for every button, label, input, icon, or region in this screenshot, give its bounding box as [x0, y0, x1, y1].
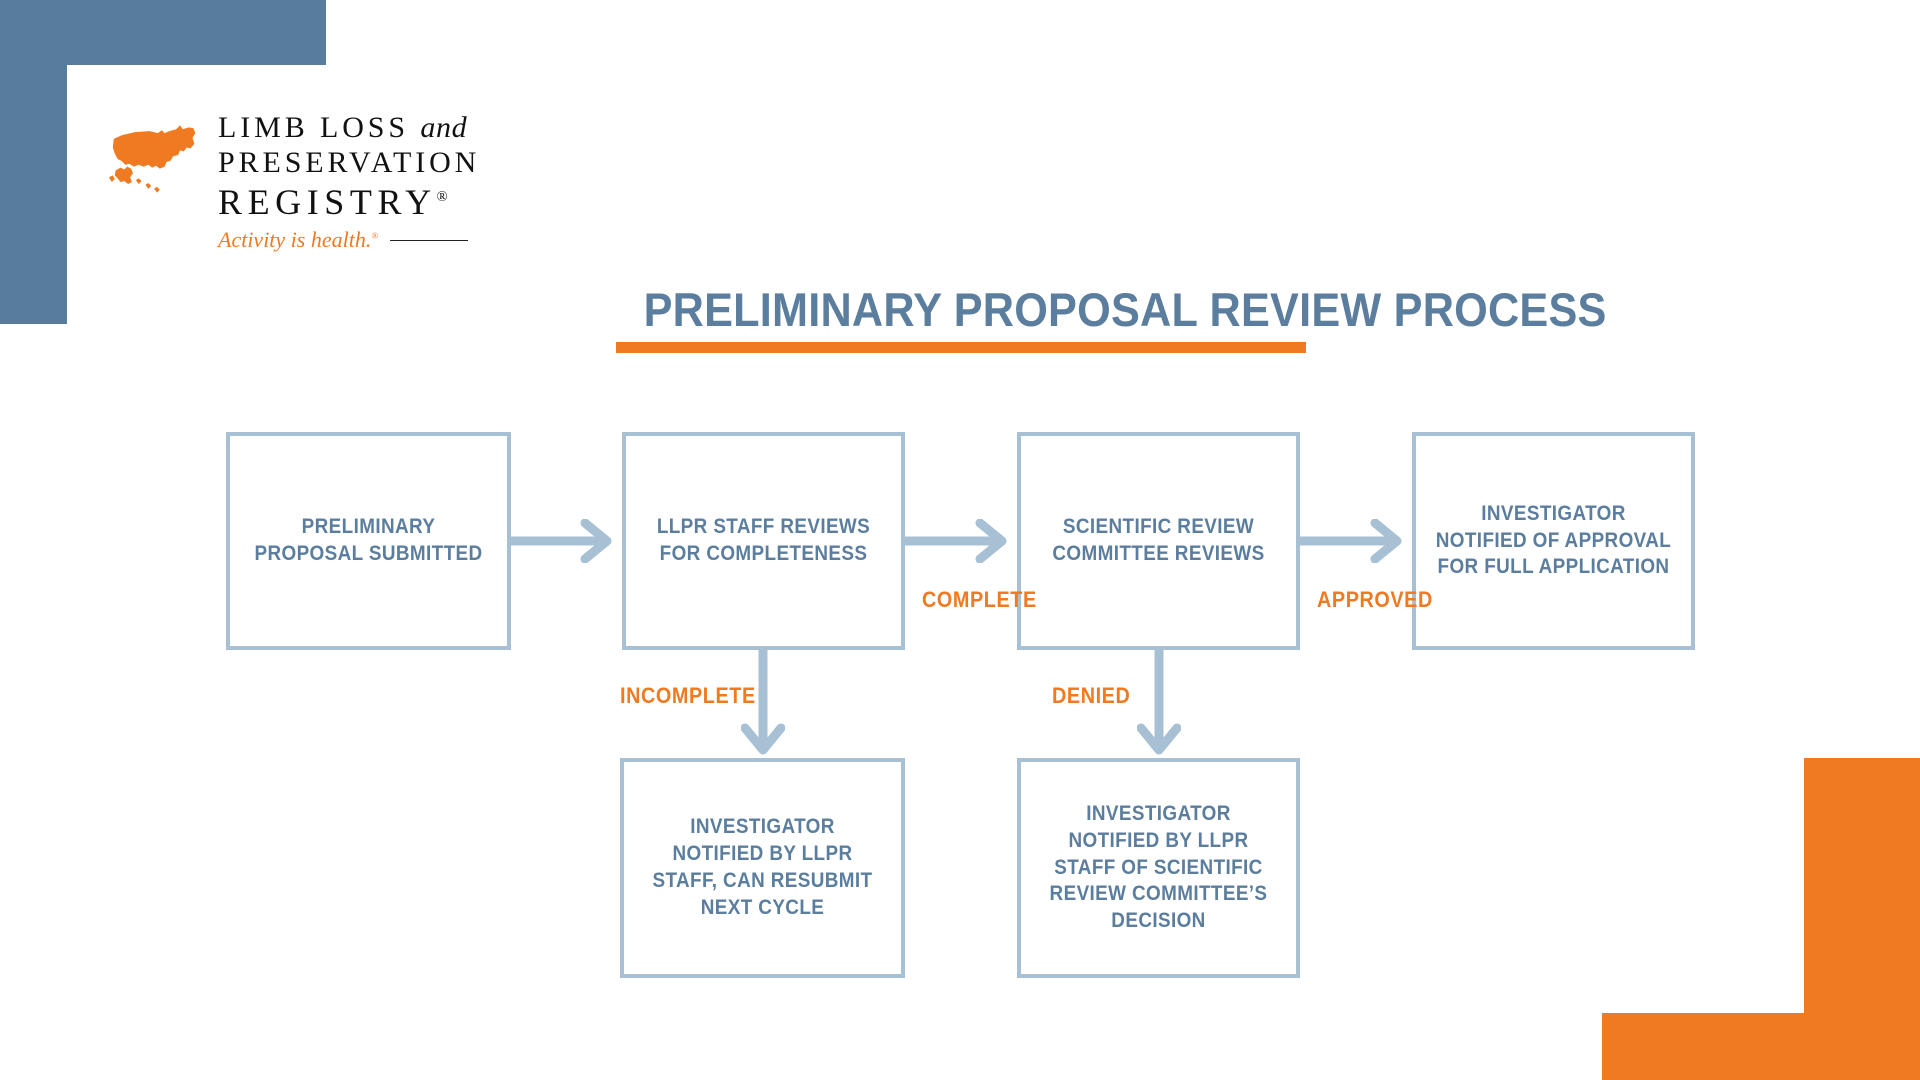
flow-node-label: LLPR STAFF REVIEWS FOR COMPLETENESS	[656, 515, 871, 565]
flow-node-preliminary-proposal-submitted[interactable]: PRELIMINARY PROPOSAL SUBMITTED	[226, 432, 511, 650]
flow-node-label: INVESTIGATOR NOTIFIED BY LLPR STAFF OF S…	[1049, 801, 1268, 933]
page-title: PRELIMINARY PROPOSAL REVIEW PROCESS	[643, 283, 1607, 336]
flow-node-label: INVESTIGATOR NOTIFIED BY LLPR STAFF, CAN…	[652, 815, 873, 919]
arrow-right-icon-staff-to-src	[902, 519, 1007, 563]
edge-label-denied: DENIED	[1052, 683, 1131, 708]
brand-line-2: PRESERVATION	[218, 146, 481, 180]
usa-map-icon	[108, 125, 196, 193]
brand-tagline: Activity is health.®	[218, 227, 378, 253]
edge-label-approved: APPROVED	[1317, 587, 1433, 612]
brand-line-3: REGISTRY®	[218, 181, 480, 223]
edge-label-complete: COMPLETE	[922, 587, 1037, 612]
brand-wordmark: LIMB LOSS and PRESERVATION REGISTRY® Act…	[218, 110, 480, 253]
brand-line-1: LIMB LOSS and	[218, 110, 480, 145]
flow-node-label: PRELIMINARY PROPOSAL SUBMITTED	[254, 515, 483, 565]
brand-line-3-main: REGISTRY	[218, 181, 437, 222]
flow-node-label: INVESTIGATOR NOTIFIED OF APPROVAL FOR FU…	[1435, 501, 1672, 579]
brand-line-1-and: and	[420, 111, 468, 144]
edge-label-incomplete: INCOMPLETE	[620, 683, 756, 708]
brand-logo: LIMB LOSS and PRESERVATION REGISTRY® Act…	[108, 110, 480, 253]
registered-mark-icon: ®	[436, 188, 448, 205]
flow-node-investigator-notified-resubmit[interactable]: INVESTIGATOR NOTIFIED BY LLPR STAFF, CAN…	[620, 758, 905, 978]
arrow-down-icon-staff-to-incomplete	[741, 650, 785, 755]
flow-node-investigator-notified-decision[interactable]: INVESTIGATOR NOTIFIED BY LLPR STAFF OF S…	[1017, 758, 1300, 978]
brand-tagline-text: Activity is health.	[218, 227, 372, 253]
page-title-underline	[616, 342, 1306, 353]
page-title-block: PRELIMINARY PROPOSAL REVIEW PROCESS	[616, 283, 1607, 353]
arrow-right-icon-src-to-approved	[1297, 519, 1402, 563]
arrow-right-icon-prelim-to-staff	[507, 519, 612, 563]
brand-tagline-row: Activity is health.®	[218, 227, 480, 253]
brand-tagline-rule	[390, 239, 469, 241]
arrow-down-icon-src-to-denied	[1137, 650, 1181, 755]
decor-corner-blue-vertical	[0, 0, 67, 324]
decor-corner-orange-horizontal	[1602, 1013, 1920, 1080]
brand-line-1-main: LIMB LOSS	[218, 111, 409, 144]
flow-node-llpr-staff-reviews[interactable]: LLPR STAFF REVIEWS FOR COMPLETENESS	[622, 432, 905, 650]
flow-node-scientific-review-committee[interactable]: SCIENTIFIC REVIEW COMMITTEE REVIEWS	[1017, 432, 1300, 650]
flow-node-investigator-notified-approval[interactable]: INVESTIGATOR NOTIFIED OF APPROVAL FOR FU…	[1412, 432, 1695, 650]
tagline-registered-mark-icon: ®	[371, 230, 379, 241]
flow-node-label: SCIENTIFIC REVIEW COMMITTEE REVIEWS	[1052, 515, 1265, 565]
